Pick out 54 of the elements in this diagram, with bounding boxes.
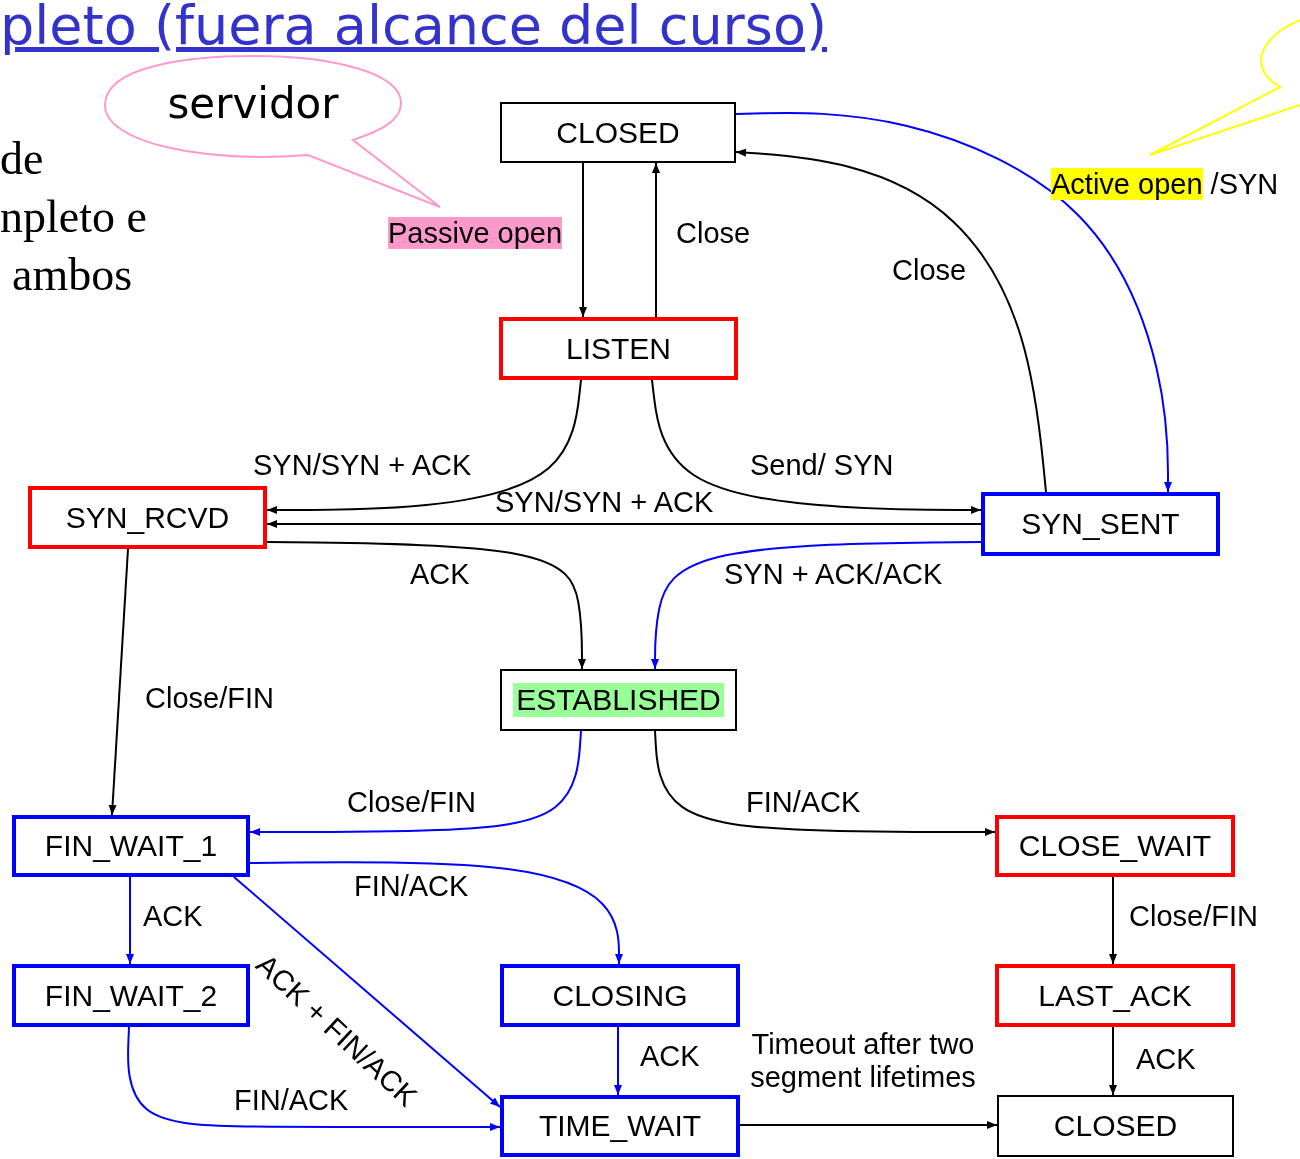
arrow [579,162,587,318]
arrow [735,148,1047,493]
edge-label: Active open /SYN [1051,168,1279,202]
state-box: CLOSING [500,964,740,1027]
arrow [654,730,996,836]
edge-label: SYN + ACK/ACK [724,558,943,592]
state-box: ESTABLISHED [500,669,737,731]
arrow [249,730,582,836]
arrow [233,876,501,1108]
arrow [739,1121,998,1129]
edge-label: FIN/ACK [746,786,861,820]
state-box: TIME_WAIT [500,1095,740,1157]
state-box: CLOSE_WAIT [995,815,1235,877]
body-text: ambos [12,248,133,301]
arrow [1109,1026,1117,1096]
state-box: FIN_WAIT_2 [12,964,250,1027]
edge-label: Send/ SYN [750,449,894,483]
arrow [249,861,623,965]
arrow [266,379,582,514]
arrow [108,548,129,816]
edge-label: Close/FIN [145,682,274,716]
edge-label: Timeout after two segment lifetimes [749,1028,977,1095]
heading: pleto (fuera alcance del curso) [0,0,828,57]
edge-label: ACK [1136,1043,1196,1077]
arrow [266,520,982,528]
arrow [126,876,134,965]
edge-label: Passive open [388,217,563,251]
arrow [651,379,982,514]
state-box: FIN_WAIT_1 [12,815,250,877]
edge-label: Close/FIN [347,786,476,820]
arrow [651,541,982,670]
edge-label: FIN/ACK [354,870,469,904]
speech-bubble: servidor [103,55,443,210]
state-box: SYN_RCVD [28,486,267,549]
arrow [614,1026,622,1096]
edge-label: ACK [640,1040,700,1074]
arrow [1109,876,1117,965]
state-box: LISTEN [499,317,738,380]
arrow [652,162,660,318]
arrow [266,541,586,670]
edge-label: Close/FIN [1129,900,1258,934]
state-box: CLOSED [997,1095,1234,1157]
state-box: CLOSED [500,102,736,163]
edge-label: Close [676,217,751,251]
arrow [127,1026,501,1131]
edge-label: SYN/SYN + ACK [253,449,472,483]
arrow [735,111,1172,493]
body-text: de [0,132,44,185]
state-box: LAST_ACK [995,964,1235,1027]
edge-label: SYN/SYN + ACK [495,486,714,520]
edge-label: Close [892,254,967,288]
edge-label: ACK [410,558,470,592]
state-box: SYN_SENT [981,492,1220,556]
edge-label: ACK [143,900,203,934]
